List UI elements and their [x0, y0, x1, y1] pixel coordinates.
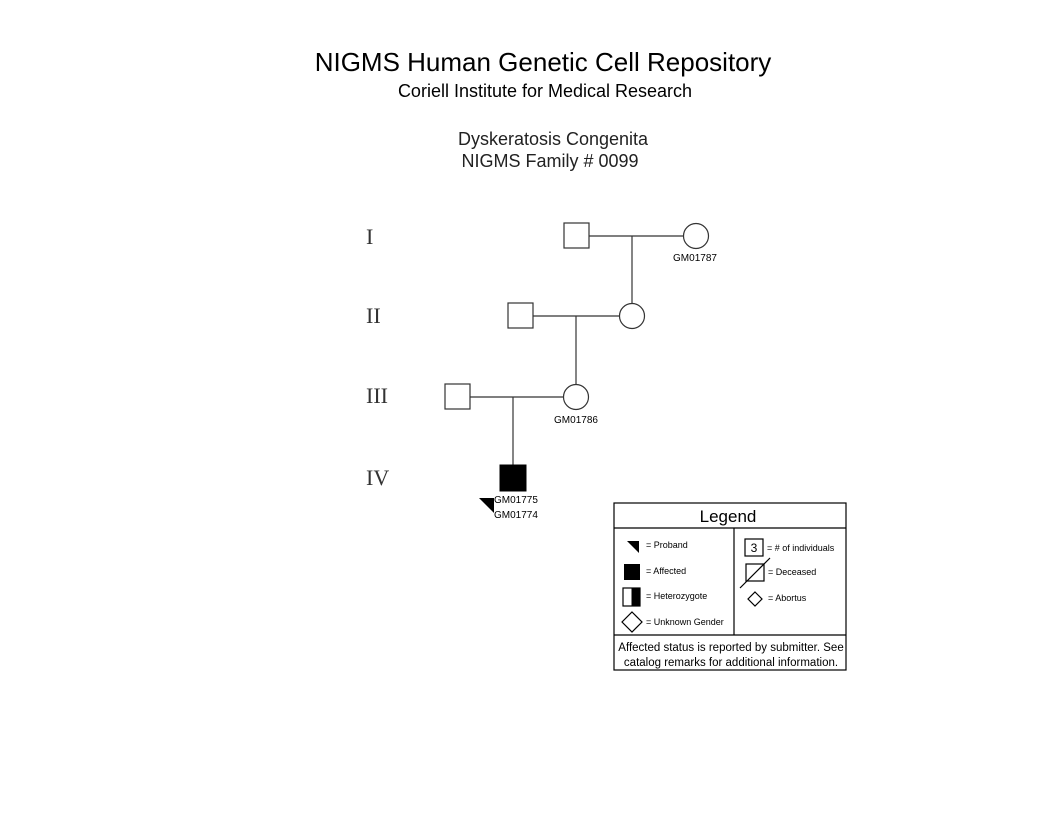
male-gen1 — [563, 222, 590, 249]
legend-deceased-slash — [739, 557, 771, 589]
disease-name: Dyskeratosis Congenita — [458, 129, 649, 149]
page-subtitle: Coriell Institute for Medical Research — [398, 81, 692, 101]
legend-affected-icon — [624, 564, 640, 580]
sample-id-proband-1: GM01775 — [494, 495, 538, 506]
male-gen2 — [507, 302, 534, 329]
legend-note-line-1: Affected status is reported by submitter… — [618, 642, 843, 654]
legend-frame — [613, 502, 847, 671]
affected-male-proband — [499, 464, 527, 492]
legend-count-icon — [744, 538, 764, 557]
female-gen2 — [618, 302, 646, 330]
generation-label-2: II — [366, 303, 381, 328]
proband-arrow-icon — [479, 498, 494, 513]
female-gen3 — [562, 383, 590, 411]
sample-id-proband-2: GM01774 — [494, 510, 538, 521]
legend-count-symbol: 3 — [751, 541, 758, 555]
legend-heterozygote-label: = Heterozygote — [646, 591, 707, 601]
legend-proband-label: = Proband — [646, 540, 688, 550]
legend-proband-icon — [627, 541, 639, 553]
generation-label-3: III — [366, 383, 388, 408]
legend-title: Legend — [700, 507, 757, 526]
female-gen1 — [682, 222, 710, 250]
legend-deceased-label: = Deceased — [768, 567, 816, 577]
male-gen3 — [444, 383, 471, 410]
family-number: NIGMS Family # 0099 — [461, 151, 638, 171]
legend: Legend = Proband = Affected = Heterozygo… — [613, 502, 847, 671]
sample-id-gen1-female: GM01787 — [673, 253, 717, 264]
legend-abortus-icon — [747, 591, 763, 607]
legend-unknown-gender-label: = Unknown Gender — [646, 617, 724, 627]
legend-note-line-2: catalog remarks for additional informati… — [624, 657, 838, 669]
legend-count-label: = # of individuals — [767, 543, 835, 553]
sample-id-gen3-female: GM01786 — [554, 415, 598, 426]
legend-heterozygote-fill — [631, 588, 640, 606]
page-title: NIGMS Human Genetic Cell Repository — [315, 47, 772, 77]
generation-label-4: IV — [366, 465, 389, 490]
legend-affected-label: = Affected — [646, 566, 686, 576]
generation-label-1: I — [366, 224, 373, 249]
legend-unknown-gender-icon — [621, 611, 643, 633]
legend-abortus-label: = Abortus — [768, 593, 807, 603]
